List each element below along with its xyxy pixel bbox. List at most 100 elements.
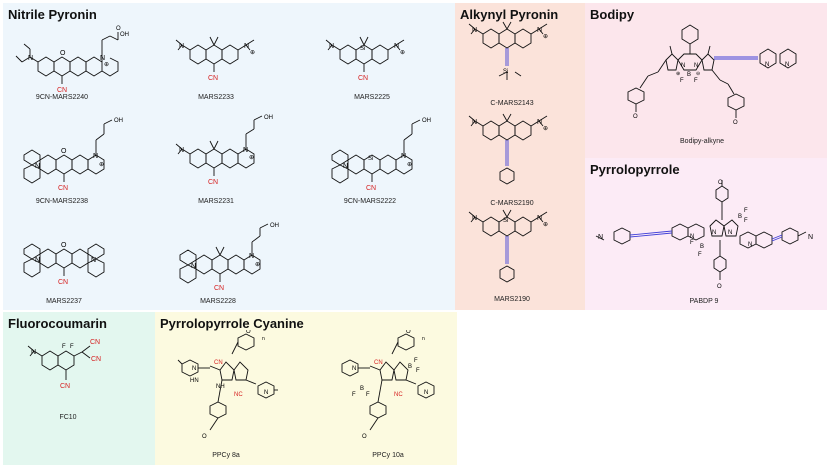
panel-alkynyl-pyronin: Alkynyl Pyronin [455,3,585,310]
panel-pyrrolopyrrole-cyanine: Pyrrolopyrrole Cyanine [155,312,457,465]
alkyl-subscript: n [422,336,425,342]
atom-f: F [62,344,66,350]
atom-n: N [93,153,98,160]
atom-n: N [179,147,184,154]
alkyl-subscript: n [262,336,265,342]
atom-n: N [31,349,36,356]
compound-label: FC10 [59,414,77,421]
structure-9cn-mars2238: O N N ⊕ OH CN [23,118,123,192]
structure-mars2237: O N N CN [23,242,105,286]
atom-o: O [717,284,722,290]
atom-n: N [472,215,477,222]
atom-n: N [537,215,542,222]
atom-n: N [598,234,603,241]
structure-c-mars2143: N N ⊕ Si [468,21,548,80]
nitrile-group: CN [214,360,223,366]
atom-n: N [243,147,248,154]
compound-mars2190: Si N N ⊕ [463,208,578,292]
atom-n: N [35,257,40,264]
atom-oh: OH [114,118,123,124]
charge-plus: ⊕ [104,62,109,68]
atom-o: O [246,330,251,335]
atom-oh: OH [120,32,129,38]
atom-n: N [808,234,813,241]
compound-label: MARS2237 [46,298,82,305]
atom-nh: NH [216,384,225,390]
compound-label: PABDP 9 [689,298,719,305]
compound-label: Bodipy-alkyne [680,138,724,145]
nitrile-group: CN [374,360,383,366]
compound-ppcy-10a: N N B B F F F F O O CN NC n [330,330,450,450]
atom-si: Si [503,69,508,75]
compound-9cn-mars2238: O N N ⊕ OH CN [12,108,142,198]
nitrile-group: CN [90,339,100,346]
compound-label: 9CN-MARS2222 [343,198,397,205]
nitrile-group: CN [214,285,224,292]
charge-plus: ⊕ [543,222,548,228]
atom-o: O [61,148,67,155]
atom-si: Si [360,46,365,52]
atom-n: N [191,263,196,270]
compound-9cn-mars2240: O N N ⊕ OH O CN [8,18,138,98]
atom-n: N [765,62,769,68]
compound-label: PPCy 10a [372,452,404,459]
charge-minus: ⊖ [696,71,700,77]
nitrile-group: CN [208,75,218,82]
panel-title: Nitrile Pyronin [8,7,97,22]
atom-o: O [718,180,723,186]
compound-mars2228: N N ⊕ OH CN [168,220,298,300]
atom-n: N [192,366,196,372]
panel-title: Pyrrolopyrrole [590,162,680,177]
compound-pabdp-9: N N N N N N B B F F F F O O [590,178,825,296]
atom-n: N [728,230,732,236]
compound-mars2225: Si N N ⊕ CN [320,28,430,88]
compound-label: C-MARS2143 [490,100,534,107]
atom-si: Si [368,156,373,162]
atom-b: B [738,214,742,220]
charge-plus: ⊕ [543,34,548,40]
panel-fluorocoumarin: Fluorocoumarin [3,312,155,465]
atom-n: N [100,55,105,62]
atom-n: N [472,27,477,34]
structure-mars2228: N N ⊕ OH CN [179,223,279,292]
compound-label: 9CN-MARS2240 [35,94,89,101]
compound-fc10: N F F CN CN CN [14,330,124,410]
atom-n: N [352,366,356,372]
atom-b: B [360,386,364,392]
atom-o: O [61,242,67,249]
atom-n: N [264,390,268,396]
atom-f: F [744,218,748,224]
atom-n: N [28,55,33,62]
atom-n: N [329,43,334,50]
atom-n: N [91,257,96,264]
atom-o: O [202,434,207,440]
structure-bodipy-alkyne: N N B F F ⊕ ⊖ N N O O [627,24,797,126]
nitrile-group: NC [234,392,243,398]
atom-n: N [712,230,716,236]
atom-o: O [633,114,638,120]
atom-n: N [401,153,406,160]
panel-title: Alkynyl Pyronin [460,7,559,22]
atom-n: N [690,234,694,240]
compound-label: PPCy 8a [212,452,240,459]
atom-n: N [35,163,40,170]
atom-b: B [700,244,704,250]
atom-o: O [733,120,738,126]
structure-mars2231: N N ⊕ OH CN [175,115,273,186]
atom-n: N [394,43,399,50]
atom-n: N [694,63,698,69]
atom-oh: OH [270,223,279,229]
structure-9cn-mars2222: Si N N ⊕ OH CN [331,118,431,192]
atom-o: O [60,50,66,57]
compound-label: MARS2228 [200,298,236,305]
atom-si: Si [503,218,508,224]
atom-f: F [414,358,418,364]
nitrile-group: CN [366,185,376,192]
atom-f: F [366,392,370,398]
atom-o: O [362,434,367,440]
structure-ppcy-8a: NH HN N N O O CN NC n [177,330,278,440]
charge-plus: ⊕ [250,50,255,56]
compound-label: MARS2231 [198,198,234,205]
structure-c-mars2190: N N ⊕ [468,113,548,185]
atom-n: N [179,43,184,50]
